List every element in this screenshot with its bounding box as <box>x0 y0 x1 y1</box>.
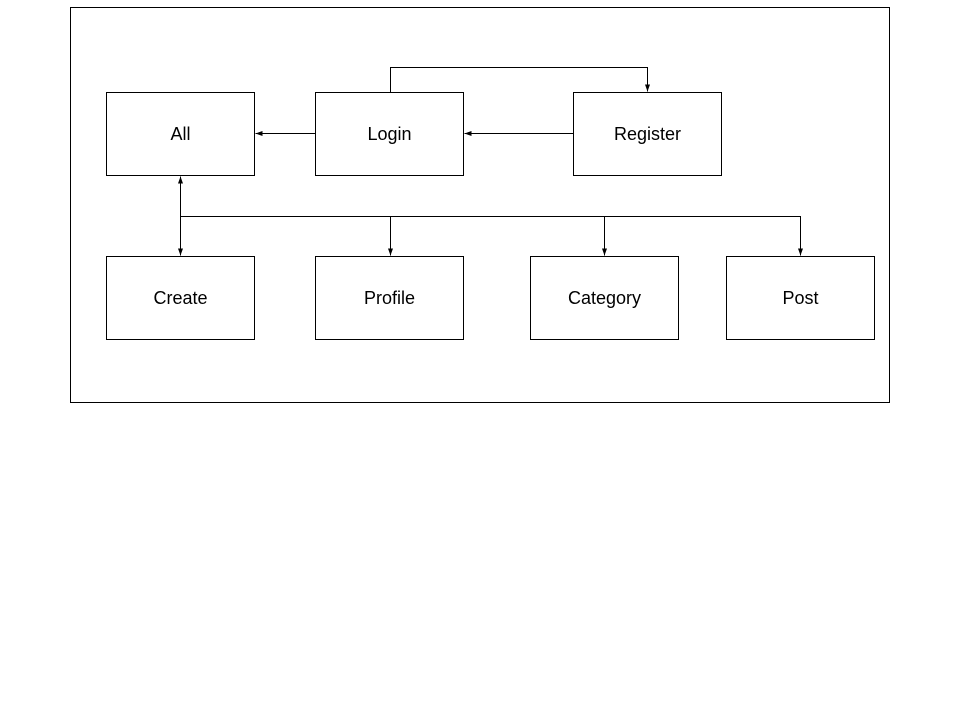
node-profile: Profile <box>315 256 464 340</box>
edge-login-to-register-arrowhead <box>645 84 650 92</box>
node-create: Create <box>106 256 255 340</box>
edge-register-to-login-arrowhead <box>464 131 472 136</box>
node-post: Post <box>726 256 875 340</box>
node-category: Category <box>530 256 679 340</box>
node-post-box <box>726 256 875 340</box>
edges-layer <box>178 67 803 256</box>
edge-all-to-post-line <box>180 216 801 256</box>
node-register-label: Register <box>614 124 681 144</box>
edge-all-to-create-arrowhead <box>178 248 183 256</box>
node-login: Login <box>315 92 464 176</box>
node-profile-label: Profile <box>364 288 415 308</box>
node-login-label: Login <box>367 124 411 144</box>
node-all-box <box>106 92 255 176</box>
edge-login-to-all-arrowhead <box>255 131 263 136</box>
node-create-label: Create <box>153 288 207 308</box>
node-create-box <box>106 256 255 340</box>
node-register: Register <box>573 92 722 176</box>
edge-all-to-profile-line <box>180 216 391 256</box>
node-login-box <box>315 92 464 176</box>
edge-login-to-register-line <box>390 67 648 93</box>
node-all: All <box>106 92 255 176</box>
edge-all-to-post-arrowhead <box>798 248 803 256</box>
node-register-box <box>573 92 722 176</box>
node-category-box <box>530 256 679 340</box>
node-all-label: All <box>170 124 190 144</box>
node-profile-box <box>315 256 464 340</box>
node-category-label: Category <box>568 288 641 308</box>
edge-all-trunk-arrowhead <box>178 176 183 184</box>
edge-all-to-category-arrowhead <box>602 248 607 256</box>
diagram-frame <box>70 7 890 403</box>
node-post-label: Post <box>782 288 818 308</box>
edge-all-to-profile-arrowhead <box>388 248 393 256</box>
